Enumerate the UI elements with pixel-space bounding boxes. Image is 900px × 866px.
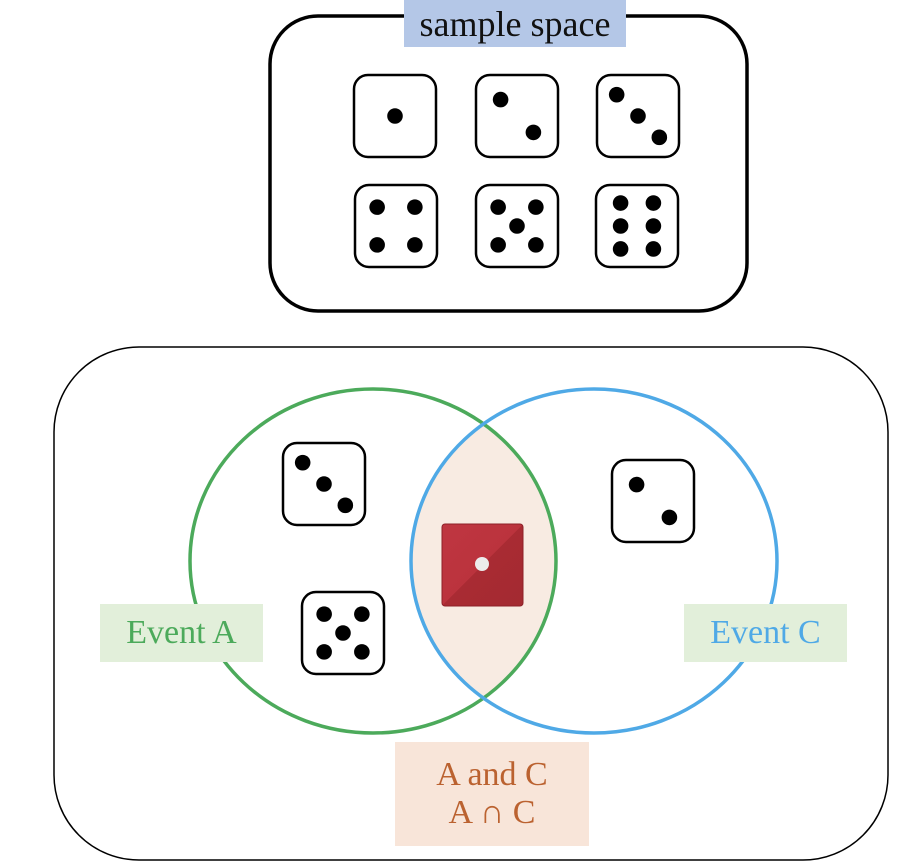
die-pip [369, 199, 385, 215]
die-pip [490, 199, 506, 215]
intersection-region [411, 389, 556, 733]
die-pip [387, 108, 403, 124]
event-c-label: Event C [684, 604, 847, 662]
die-pip [645, 218, 662, 234]
red-die-face-1 [441, 523, 524, 607]
die-pip [337, 497, 354, 514]
sample-space-die-face-5 [474, 183, 560, 269]
die-body [610, 458, 696, 544]
die-pip [645, 241, 662, 257]
die-pip [354, 644, 370, 660]
intersection-label: A and C A ∩ C [395, 742, 589, 846]
die-pip [528, 199, 544, 215]
die-body [594, 183, 680, 269]
event-a-die-face-5 [300, 590, 386, 676]
die-pip [294, 454, 311, 471]
die-pip [630, 108, 646, 124]
die-pip [492, 91, 509, 108]
die-pip [608, 86, 625, 103]
die-pip [354, 606, 370, 622]
die-pip [335, 625, 351, 641]
die-pip [661, 509, 678, 526]
die-pip [612, 218, 629, 234]
die-pip [525, 124, 542, 141]
die-pip [645, 195, 662, 211]
die-pip [369, 237, 385, 253]
die-body [353, 183, 439, 269]
die-pip [528, 237, 544, 253]
die-pip [490, 237, 506, 253]
event-c-die-face-2 [610, 458, 696, 544]
die-pip [509, 218, 525, 234]
die-pip [651, 129, 668, 146]
event-a-circle [188, 387, 558, 735]
die-pip [316, 606, 332, 622]
die-pip [628, 476, 645, 493]
die-pip [316, 476, 332, 492]
sample-space-die-face-6 [594, 183, 680, 269]
die-pip [407, 199, 423, 215]
sample-space-die-face-4 [353, 183, 439, 269]
sample-space-label: sample space [404, 0, 626, 47]
sample-space-die-face-3 [595, 73, 681, 159]
die-pip [407, 237, 423, 253]
die-pip [612, 241, 629, 257]
die-pip [316, 644, 332, 660]
event-c-circle [409, 387, 779, 735]
sample-space-die-face-2 [474, 73, 560, 159]
event-a-label: Event A [100, 604, 263, 662]
intersection-label-symbol: A ∩ C [448, 794, 536, 831]
event-a-die-face-3 [281, 441, 367, 527]
red-die-pip [475, 557, 489, 571]
die-pip [612, 195, 629, 211]
intersection-label-words: A and C [436, 755, 548, 793]
die-body [474, 73, 560, 159]
sample-space-die-face-1 [352, 73, 438, 159]
